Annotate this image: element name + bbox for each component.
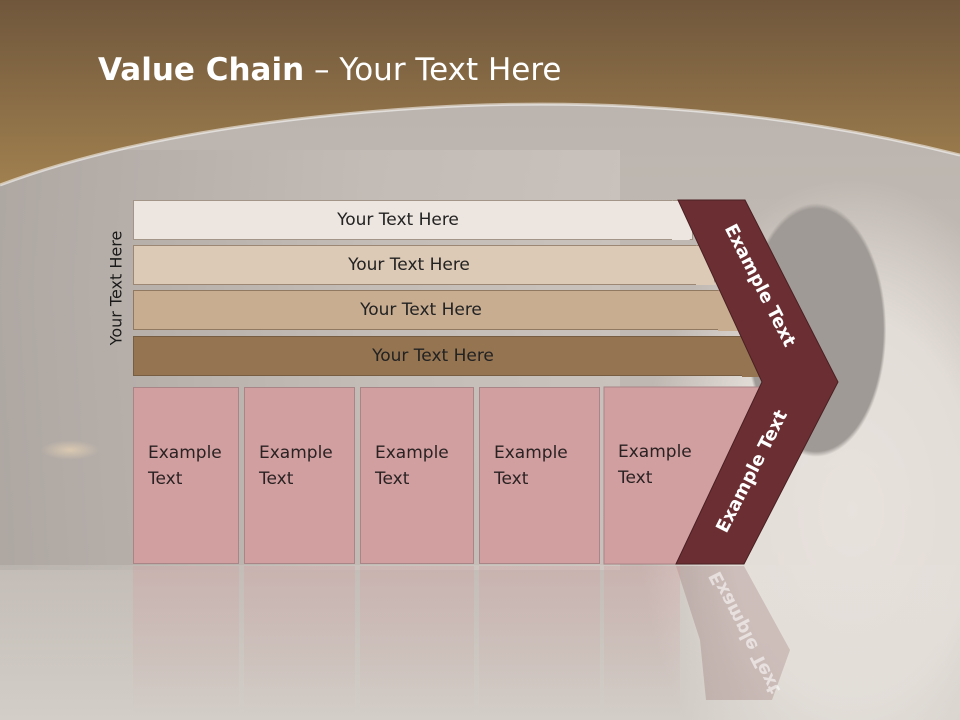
bar-2-tip: [696, 245, 716, 285]
box-5-line1: Example: [618, 442, 692, 462]
bar-2-label: Your Text Here: [348, 255, 470, 275]
box-2-line1: Example: [259, 443, 333, 463]
bar-3-label: Your Text Here: [360, 300, 482, 320]
bar-1-label: Your Text Here: [337, 210, 459, 230]
page-title: Value Chain – Your Text Here: [98, 52, 561, 88]
box-5-line2: Text: [618, 468, 653, 488]
bar-3: Your Text Here: [133, 290, 739, 330]
box-4-line2: Text: [494, 469, 529, 489]
bar-4-label: Your Text Here: [372, 346, 494, 366]
bar-1: Your Text Here: [133, 200, 693, 240]
reflection-floor: [0, 565, 960, 720]
box-1-line1: Example: [148, 443, 222, 463]
box-4-line1: Example: [494, 443, 568, 463]
box-3-line2: Text: [375, 469, 410, 489]
bar-1-tip: [672, 200, 690, 240]
title-rest: – Your Text Here: [304, 52, 562, 88]
box-1-line2: Text: [148, 469, 183, 489]
header-band: [0, 0, 960, 187]
bar-2: Your Text Here: [133, 245, 715, 285]
box-2-line2: Text: [259, 469, 294, 489]
box-3-line1: Example: [375, 443, 449, 463]
title-bold: Value Chain: [98, 52, 305, 88]
bar-4: Your Text Here: [133, 336, 763, 376]
